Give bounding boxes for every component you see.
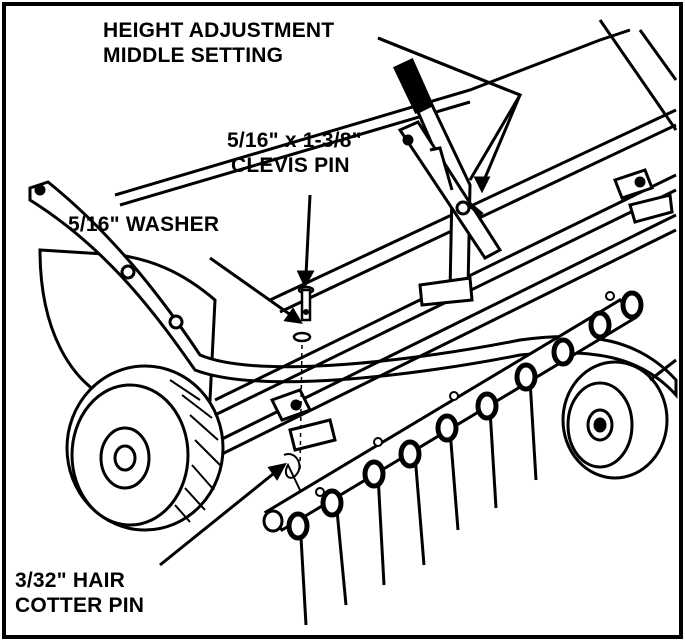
hopper-outline bbox=[114, 19, 678, 207]
shaft-bolts bbox=[315, 291, 615, 497]
height-adjustment-label-line2: MIDDLE SETTING bbox=[103, 44, 284, 67]
pin-centerline bbox=[299, 344, 303, 471]
hair-cotter-pin-label: 3/32" HAIR COTTER PIN bbox=[15, 568, 144, 618]
hair-cotter-pin-label-line2: COTTER PIN bbox=[15, 594, 145, 617]
clevis-pin-label-line2: CLEVIS PIN bbox=[231, 154, 350, 177]
washer bbox=[292, 331, 312, 343]
clevis-pin-label-line1: 5/16" x 1-3/8" bbox=[227, 129, 362, 152]
hair-cotter-pin-label-line1: 3/32" HAIR bbox=[15, 569, 125, 592]
coil-rings bbox=[286, 290, 644, 541]
height-adjustment-lever bbox=[392, 57, 503, 307]
washer-label: 5/16" WASHER bbox=[68, 212, 219, 237]
height-adjustment-label: HEIGHT ADJUSTMENT MIDDLE SETTING bbox=[103, 18, 334, 68]
left-wheel bbox=[65, 364, 225, 532]
clevis-pin-label: 5/16" x 1-3/8" CLEVIS PIN bbox=[227, 128, 362, 178]
washer-label-line1: 5/16" WASHER bbox=[68, 213, 220, 236]
clevis-pin bbox=[297, 285, 315, 322]
drawbar-arm bbox=[28, 180, 678, 399]
right-wheel bbox=[561, 358, 677, 480]
leader-lines bbox=[159, 36, 523, 567]
hair-cotter-pin bbox=[283, 453, 301, 491]
height-adjustment-label-line1: HEIGHT ADJUSTMENT bbox=[103, 19, 335, 42]
